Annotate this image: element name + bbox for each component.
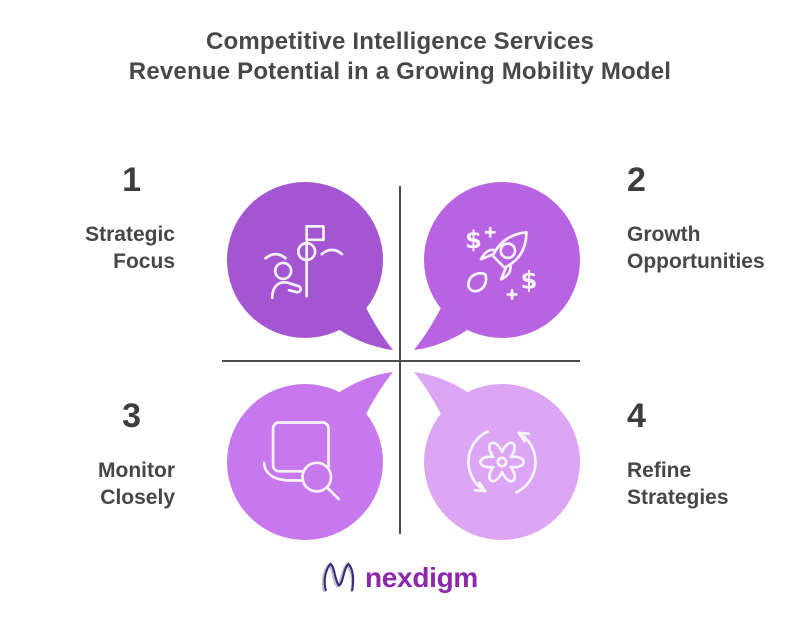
title-line-1: Competitive Intelligence Services [205, 28, 595, 55]
n-wave-icon [321, 562, 355, 593]
dollar-sign: $ [520, 266, 537, 295]
quadrant-2-label: Growth Opportunities [627, 223, 765, 273]
quadrant-1-label-block: 1 Strategic Focus [20, 162, 175, 275]
gear-cycle-arrows-icon [467, 430, 537, 494]
quadrant-2-number: 2 [627, 161, 646, 199]
quadrant-2-label-block: 2 Growth Opportunities [627, 162, 792, 275]
quadrant-4-label-block: 4 Refine Strategies [627, 398, 792, 511]
quadrant-3-number: 3 [122, 397, 141, 435]
brand-wordmark: nexdigm [364, 562, 479, 593]
quadrant-4-label: Refine Strategies [627, 459, 729, 509]
horizontal-divider-line [222, 360, 580, 362]
speech-bubble-3 [227, 372, 393, 540]
quadrant-1-label: Strategic Focus [85, 223, 175, 273]
quadrant-4-number: 4 [627, 397, 646, 435]
brand-logo: nexdigm [0, 561, 800, 595]
rocket-dollars-icon: $ $ [465, 225, 537, 300]
quadrant-1-number: 1 [122, 161, 141, 199]
quadrant-3-label: Monitor Closely [98, 459, 175, 509]
speech-bubble-2 [414, 182, 580, 350]
title-line-2: Revenue Potential in a Growing Mobility … [128, 58, 672, 85]
quadrant-3-label-block: 3 Monitor Closely [20, 398, 175, 511]
laptop-magnifier-icon [263, 421, 340, 501]
speech-bubble-4 [414, 372, 580, 540]
page-title: Competitive Intelligence Services Revenu… [0, 27, 800, 87]
dollar-sign: $ [465, 225, 482, 254]
milestone-flag-person-icon [264, 225, 344, 300]
